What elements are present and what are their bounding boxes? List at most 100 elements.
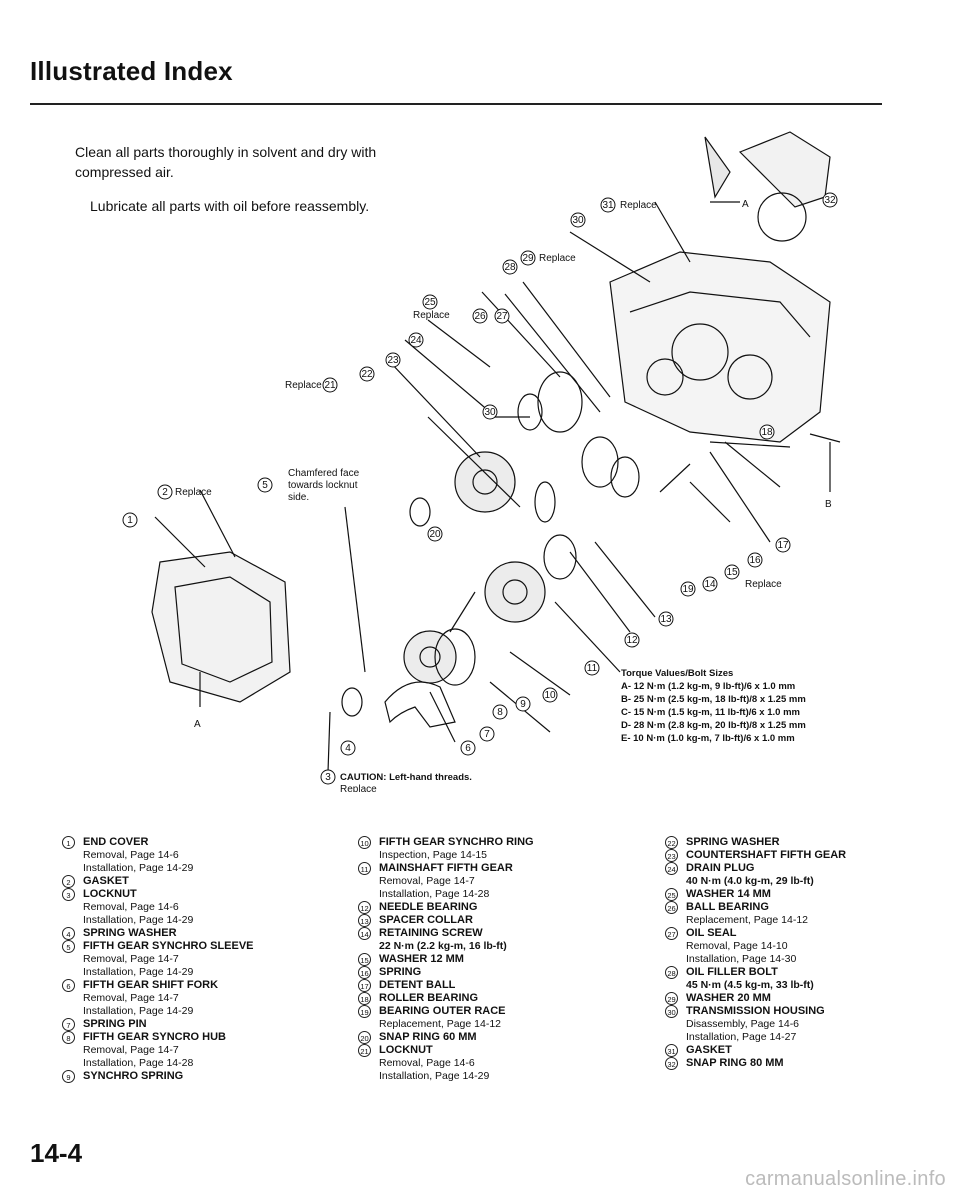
diagram-linework xyxy=(151,131,841,773)
legend-number-badge: 19 xyxy=(358,1005,371,1018)
callout-9: 9 xyxy=(515,696,531,712)
legend-part-name: SPRING WASHER xyxy=(83,927,177,939)
torque-line-a: A- 12 N·m (1.2 kg-m, 9 lb-ft)/6 x 1.0 mm xyxy=(621,681,795,692)
legend-part-name: COUNTERSHAFT FIFTH GEAR xyxy=(686,849,847,861)
page-number: 14-4 xyxy=(30,1138,83,1168)
svg-text:24: 24 xyxy=(410,335,422,346)
callout-15: 15 xyxy=(724,564,740,580)
legend-page-reference: Installation, Page 14-29 xyxy=(83,914,194,926)
legend-page-reference: Removal, Page 14-7 xyxy=(379,875,475,887)
legend-number-badge: 15 xyxy=(358,953,371,966)
legend-page-reference: Installation, Page 14-29 xyxy=(83,862,194,874)
svg-text:30: 30 xyxy=(484,407,496,418)
torque-line-d: D- 28 N·m (2.8 kg-m, 20 lb-ft)/8 x 1.25 … xyxy=(621,720,806,731)
legend-item-32: 32 SNAP RING 80 mm xyxy=(665,1057,905,1070)
legend-number-badge: 4 xyxy=(62,927,75,940)
svg-text:5: 5 xyxy=(262,480,268,491)
svg-text:7: 7 xyxy=(484,729,490,740)
legend-number-badge: 8 xyxy=(62,1031,75,1044)
legend-page-reference: Removal, Page 14-6 xyxy=(83,849,179,861)
legend-page-reference: Removal, Page 14-7 xyxy=(83,992,179,1004)
legend-page-reference: Replacement, Page 14-12 xyxy=(379,1018,501,1030)
callout-31: 31 xyxy=(600,197,616,213)
legend-number-badge: 32 xyxy=(665,1057,678,1070)
legend-part-name: LOCKNUT xyxy=(379,1044,433,1056)
svg-text:10: 10 xyxy=(544,690,556,701)
legend-part-name: LOCKNUT xyxy=(83,888,137,900)
bolt-letter-a-left: A xyxy=(194,719,201,730)
legend-number-badge: 31 xyxy=(665,1044,678,1057)
legend-part-name: NEEDLE BEARING xyxy=(379,901,478,913)
legend-number-badge: 5 xyxy=(62,940,75,953)
legend-page-reference: Removal, Page 14-6 xyxy=(379,1057,475,1069)
legend-page-reference: Installation, Page 14-27 xyxy=(686,1031,797,1043)
legend-part-name: DETENT BALL xyxy=(379,979,456,991)
callout-11: 11 xyxy=(584,660,600,676)
callout-32: 32 xyxy=(822,192,838,208)
chamfer-note-line3: side. xyxy=(288,492,309,503)
legend-number-badge: 18 xyxy=(358,992,371,1005)
legend-part-name: SPACER COLLAR xyxy=(379,914,473,926)
exploded-view-diagram: 1 2 5 21 22 23 24 25 26 27 28 29 30 31 3… xyxy=(122,131,841,792)
chamfer-note-line2: towards locknut xyxy=(288,480,358,491)
callout-1: 1 xyxy=(122,512,138,528)
legend-number-badge: 24 xyxy=(665,862,678,875)
legend-part-name: TRANSMISSION HOUSING xyxy=(686,1005,825,1017)
callout-22: 22 xyxy=(359,366,375,382)
legend-number-badge: 29 xyxy=(665,992,678,1005)
legend-part-name: FIFTH GEAR SHIFT FORK xyxy=(83,979,219,991)
intro-cleaning-note: Clean all parts thoroughly in solvent an… xyxy=(75,144,377,180)
replace-label-31: Replace xyxy=(620,200,657,211)
legend-number-badge: 10 xyxy=(358,836,371,849)
title-rule xyxy=(30,103,882,105)
legend-item-13: 13 SPACER COLLAR xyxy=(358,914,628,927)
legend-page-reference: Removal, Page 14-6 xyxy=(83,901,179,913)
legend-page-reference: Removal, Page 14-7 xyxy=(83,953,179,965)
torque-title: Torque Values/Bolt Sizes xyxy=(621,668,733,679)
legend-part-name: GASKET xyxy=(83,875,129,887)
replace-label-15: Replace xyxy=(745,579,782,590)
legend-number-badge: 25 xyxy=(665,888,678,901)
bolt-letter-b: B xyxy=(825,499,832,510)
callout-28: 28 xyxy=(502,259,518,275)
legend-part-name: GASKET xyxy=(686,1044,732,1056)
svg-text:22: 22 xyxy=(361,369,373,380)
callout-30-top: 30 xyxy=(570,212,586,228)
legend-part-name: ROLLER BEARING xyxy=(379,992,478,1004)
callout-10: 10 xyxy=(542,687,558,703)
svg-text:31: 31 xyxy=(602,200,614,211)
legend-part-name: SPRING PIN xyxy=(83,1018,147,1030)
svg-text:20: 20 xyxy=(429,529,441,540)
legend-number-badge: 28 xyxy=(665,966,678,979)
legend-part-name: SNAP RING 80 mm xyxy=(686,1057,784,1069)
legend-part-name: DRAIN PLUG xyxy=(686,862,755,874)
svg-text:12: 12 xyxy=(626,635,638,646)
legend-part-name: WASHER 12 mm xyxy=(379,953,464,965)
legend-part-name: BALL BEARING xyxy=(686,901,769,913)
svg-text:17: 17 xyxy=(777,540,789,551)
caution-replace: Replace xyxy=(340,784,377,792)
callout-5: 5 xyxy=(257,477,273,493)
callout-7: 7 xyxy=(479,726,495,742)
svg-text:15: 15 xyxy=(726,567,738,578)
callout-numbers: 1 2 5 21 22 23 24 25 26 27 28 29 30 31 3… xyxy=(122,192,838,785)
svg-text:3: 3 xyxy=(325,772,331,783)
footer-watermark-url: carmanualsonline.info xyxy=(745,1168,946,1190)
svg-text:23: 23 xyxy=(387,355,399,366)
legend-number-badge: 13 xyxy=(358,914,371,927)
legend-item-15: 15 WASHER 12 mm xyxy=(358,953,628,966)
callout-2: 2 xyxy=(157,484,173,500)
legend-page-reference: Installation, Page 14-29 xyxy=(83,1005,194,1017)
legend-page-reference: Installation, Page 14-28 xyxy=(83,1057,194,1069)
callout-14: 14 xyxy=(702,576,718,592)
legend-part-name: SPRING xyxy=(379,966,422,978)
legend-part-name: SPRING WASHER xyxy=(686,836,780,848)
legend-number-badge: 23 xyxy=(665,849,678,862)
